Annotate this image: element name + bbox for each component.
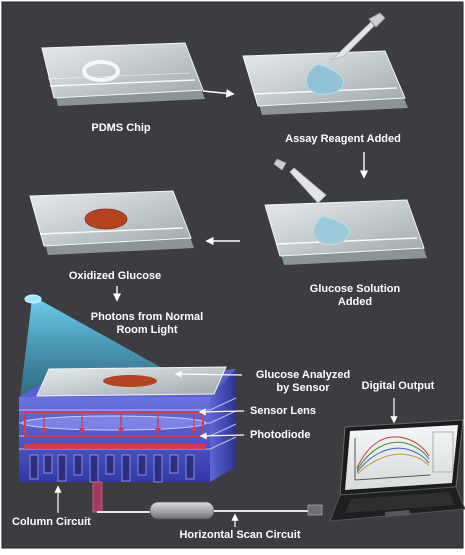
pointer-photodiode xyxy=(199,432,245,440)
chip-well xyxy=(82,60,120,82)
pointer-lens xyxy=(198,408,245,416)
analyzed-chip xyxy=(36,366,227,397)
label-photodiode: Photodiode xyxy=(250,429,311,441)
reagent-chip xyxy=(242,50,408,115)
glucose-solution-chip xyxy=(264,199,427,265)
laptop-icon xyxy=(329,419,465,522)
screen-plot xyxy=(354,431,454,481)
label-pdms-chip: PDMS Chip xyxy=(91,122,151,134)
oxidized-chip xyxy=(29,190,194,255)
pdms-chip xyxy=(41,42,205,106)
sensor-connector xyxy=(92,481,103,513)
pipette-icon xyxy=(273,158,327,204)
label-assay-reagent: Assay Reagent Added xyxy=(285,133,401,145)
scan-circuit-module xyxy=(149,501,215,520)
label-photons-1: Photons from Normal xyxy=(90,311,204,323)
label-photons-2: Room Light xyxy=(116,324,178,336)
label-glucose-solution-2: Added xyxy=(337,296,373,308)
label-glucose-analyzed-1: Glucose Analyzed xyxy=(255,369,351,381)
label-horizontal-scan: Horizontal Scan Circuit xyxy=(179,529,301,541)
label-glucose-solution-1: Glucose Solution xyxy=(309,283,401,295)
usb-plug xyxy=(307,504,323,516)
arrow-icon xyxy=(202,89,235,98)
label-digital-output: Digital Output xyxy=(361,380,435,392)
oxidized-spot xyxy=(84,208,128,230)
label-oxidized-glucose: Oxidized Glucose xyxy=(68,270,162,282)
sensor-lens xyxy=(21,415,207,431)
label-column-circuit: Column Circuit xyxy=(12,516,91,528)
photodiode xyxy=(24,444,206,449)
column-circuit-pins xyxy=(29,454,195,483)
label-sensor-lens: Sensor Lens xyxy=(250,405,317,417)
reagent-drop xyxy=(305,63,344,95)
lamp-icon xyxy=(24,294,42,304)
analyzed-spot xyxy=(103,375,157,387)
pipette-icon xyxy=(330,12,386,61)
glucose-drop xyxy=(313,215,350,245)
pointer-glucose xyxy=(174,370,243,378)
label-glucose-analyzed-2: by Sensor xyxy=(276,382,330,394)
